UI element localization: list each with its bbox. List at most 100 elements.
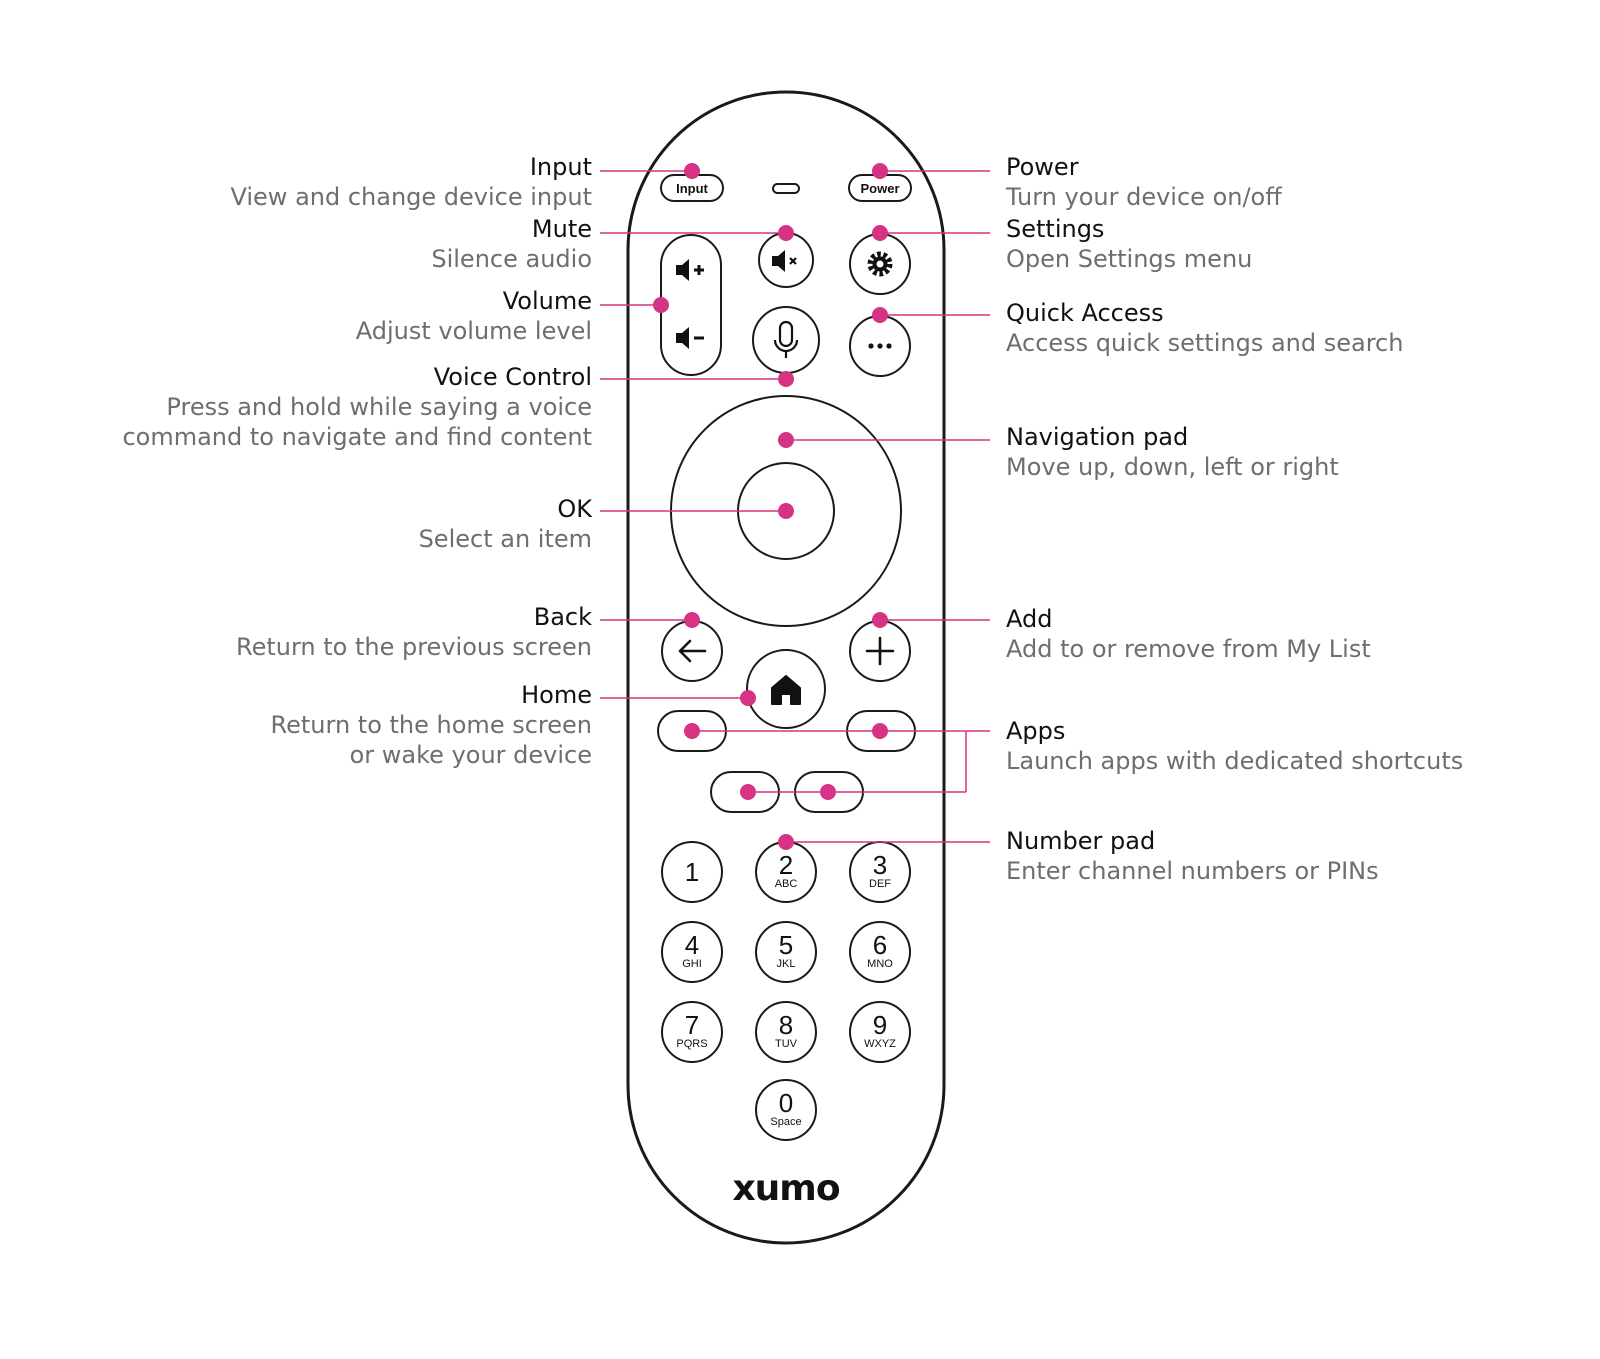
number-digit-label: 3 — [873, 850, 887, 880]
more-dots-icon — [868, 343, 892, 349]
number-digit-label: 8 — [779, 1010, 793, 1040]
number-button-circle[interactable] — [661, 841, 723, 903]
callout-ok-desc: Select an item — [418, 525, 592, 553]
callout-input: Input View and change device input — [230, 152, 592, 212]
volume-up-icon — [676, 259, 704, 281]
callout-nav-desc: Move up, down, left or right — [1006, 453, 1339, 481]
add-plus-icon — [865, 636, 895, 666]
callout-lines — [600, 170, 990, 843]
callout-quick-desc: Access quick settings and search — [1006, 329, 1404, 357]
number-button-circle[interactable] — [661, 921, 723, 983]
mute-button[interactable] — [758, 232, 814, 288]
callout-back-desc: Return to the previous screen — [235, 633, 592, 661]
callout-ok: OK Select an item — [419, 494, 592, 554]
number-button-circle[interactable] — [849, 921, 911, 983]
number-digit-label: 7 — [685, 1010, 699, 1040]
callout-home-title: Home — [521, 681, 592, 709]
volume-down-icon — [676, 327, 704, 349]
callout-ok-title: OK — [557, 495, 592, 523]
number-digit-label: 5 — [779, 930, 793, 960]
callout-voice-control: Voice Control Press and hold while sayin… — [122, 362, 592, 452]
number-button-circle[interactable] — [755, 1079, 817, 1141]
callout-mute-title: Mute — [531, 215, 592, 243]
callout-voice-title: Voice Control — [433, 363, 592, 391]
number-button-circle[interactable] — [755, 1001, 817, 1063]
number-digit-label: 2 — [779, 850, 793, 880]
number-digit-label: 6 — [873, 930, 887, 960]
callout-settings-desc: Open Settings menu — [1006, 245, 1253, 273]
input-button-label: Input — [676, 181, 708, 196]
callout-add-title: Add — [1006, 605, 1053, 633]
callout-voice-desc-line2: command to navigate and find content — [122, 423, 592, 451]
callout-power-title: Power — [1006, 153, 1079, 181]
microphone-icon — [773, 320, 799, 358]
number-letters-label: PQRS — [676, 1038, 707, 1050]
callout-back: Back Return to the previous screen — [236, 602, 592, 662]
callout-navigation-pad: Navigation pad Move up, down, left or ri… — [1006, 422, 1339, 482]
led-indicator — [772, 183, 800, 194]
callout-input-title: Input — [529, 153, 592, 181]
callout-add-desc: Add to or remove from My List — [1006, 635, 1371, 663]
number-letters-label: Space — [770, 1116, 801, 1128]
callout-input-desc: View and change device input — [230, 183, 592, 211]
callout-voice-desc-line1: Press and hold while saying a voice — [166, 393, 592, 421]
number-button-circle[interactable] — [755, 921, 817, 983]
voice-button[interactable] — [752, 306, 820, 374]
number-letters-label: ABC — [775, 878, 798, 890]
callout-dots — [653, 163, 888, 850]
callout-nav-title: Navigation pad — [1006, 423, 1189, 451]
settings-gear-icon — [867, 251, 893, 277]
callout-volume-title: Volume — [502, 287, 592, 315]
number-button-1[interactable]: 1 — [661, 841, 723, 903]
callout-settings-title: Settings — [1006, 215, 1105, 243]
mute-icon — [772, 250, 797, 272]
number-digit-label: 4 — [685, 930, 699, 960]
number-letters-label: TUV — [775, 1038, 798, 1050]
callout-power-desc: Turn your device on/off — [1006, 183, 1282, 211]
callout-back-title: Back — [533, 603, 592, 631]
number-letters-label: GHI — [682, 958, 702, 970]
number-letters-label: WXYZ — [864, 1038, 896, 1050]
brand-logo: xumo — [732, 1168, 839, 1209]
number-button-circle[interactable] — [849, 1001, 911, 1063]
number-digit-label: 0 — [779, 1088, 793, 1118]
callout-apps-desc: Launch apps with dedicated shortcuts — [1006, 747, 1464, 775]
number-button-circle[interactable] — [661, 1001, 723, 1063]
number-letters-label: JKL — [777, 958, 796, 970]
number-digit-label: 9 — [873, 1010, 887, 1040]
callout-power: Power Turn your device on/off — [1006, 152, 1282, 212]
callout-apps-title: Apps — [1006, 717, 1066, 745]
callout-quick-access: Quick Access Access quick settings and s… — [1006, 298, 1403, 358]
number-letters-label: MNO — [867, 958, 893, 970]
callout-apps: Apps Launch apps with dedicated shortcut… — [1006, 716, 1463, 776]
callout-home-desc-line1: Return to the home screen — [270, 711, 592, 739]
callout-mute: Mute Silence audio — [431, 214, 592, 274]
number-digit-label: 1 — [685, 857, 699, 887]
back-arrow-icon — [678, 639, 707, 663]
callout-number-pad: Number pad Enter channel numbers or PINs — [1006, 826, 1379, 886]
callout-numpad-title: Number pad — [1006, 827, 1156, 855]
callout-volume-desc: Adjust volume level — [355, 317, 592, 345]
callout-home-desc-line2: or wake your device — [349, 741, 592, 769]
callout-settings: Settings Open Settings menu — [1006, 214, 1252, 274]
callout-quick-title: Quick Access — [1006, 299, 1164, 327]
callout-mute-desc: Silence audio — [431, 245, 592, 273]
power-button-label: Power — [860, 181, 899, 196]
callout-add: Add Add to or remove from My List — [1006, 604, 1371, 664]
volume-rocker[interactable] — [660, 234, 722, 376]
callout-numpad-desc: Enter channel numbers or PINs — [1006, 857, 1379, 885]
number-letters-label: DEF — [869, 878, 891, 890]
callout-volume: Volume Adjust volume level — [356, 286, 592, 346]
callout-home: Home Return to the home screen or wake y… — [271, 680, 592, 770]
